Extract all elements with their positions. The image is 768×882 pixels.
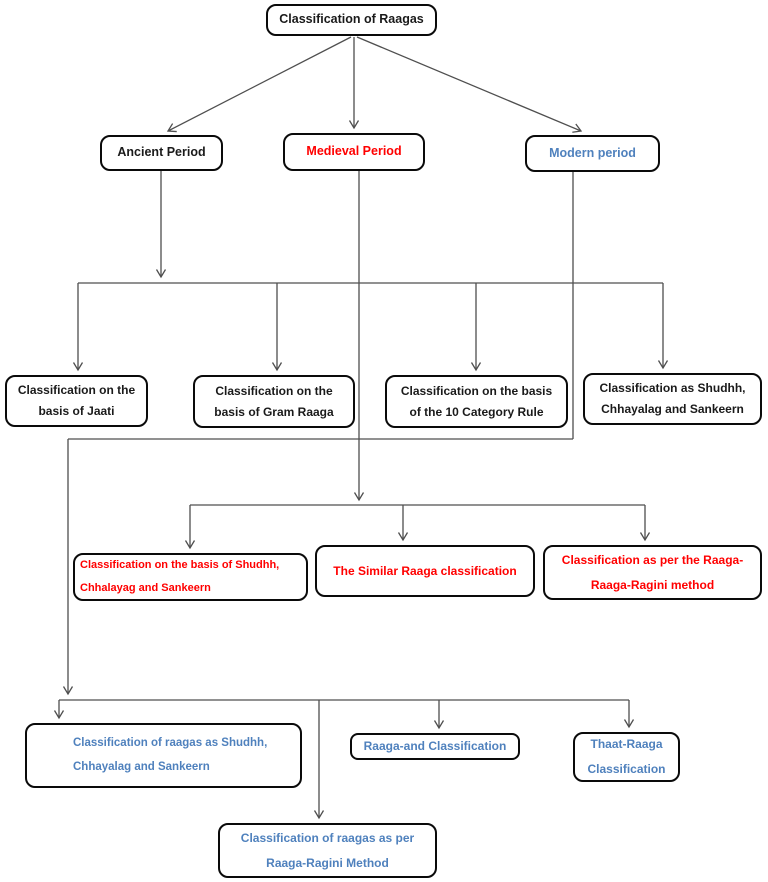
- node-10-category-rule: Classification on the basis of the 10 Ca…: [385, 375, 568, 428]
- node-basis-of-gram-raaga: Classification on the basis of Gram Raag…: [193, 375, 355, 428]
- node-raaga-ragini-method: Classification of raagas as per Raaga-Ra…: [218, 823, 437, 878]
- node-similar-raaga: The Similar Raaga classification: [315, 545, 535, 597]
- node-raaga-raaga-ragini: Classification as per the Raaga- Raaga-R…: [543, 545, 762, 600]
- node-medieval-period: Medieval Period: [283, 133, 425, 171]
- node-root: Classification of Raagas: [266, 4, 437, 36]
- node-red-basis-shudhh: Classification on the basis of Shudhh, C…: [73, 553, 308, 601]
- node-thaat-raaga-classification: Thaat-Raaga Classification: [573, 732, 680, 782]
- node-modern-period: Modern period: [525, 135, 660, 172]
- node-blue-raagas-shudhh: Classification of raagas as Shudhh, Chha…: [25, 723, 302, 788]
- node-basis-of-jaati: Classification on the basis of Jaati: [5, 375, 148, 427]
- edge-root-ancient: [166, 36, 352, 133]
- node-ancient-period: Ancient Period: [100, 135, 223, 171]
- edge-root-modern: [356, 36, 583, 133]
- node-shudhh-chhayalag-sankeern: Classification as Shudhh, Chhayalag and …: [583, 373, 762, 425]
- node-raaga-and-classification: Raaga-and Classification: [350, 733, 520, 760]
